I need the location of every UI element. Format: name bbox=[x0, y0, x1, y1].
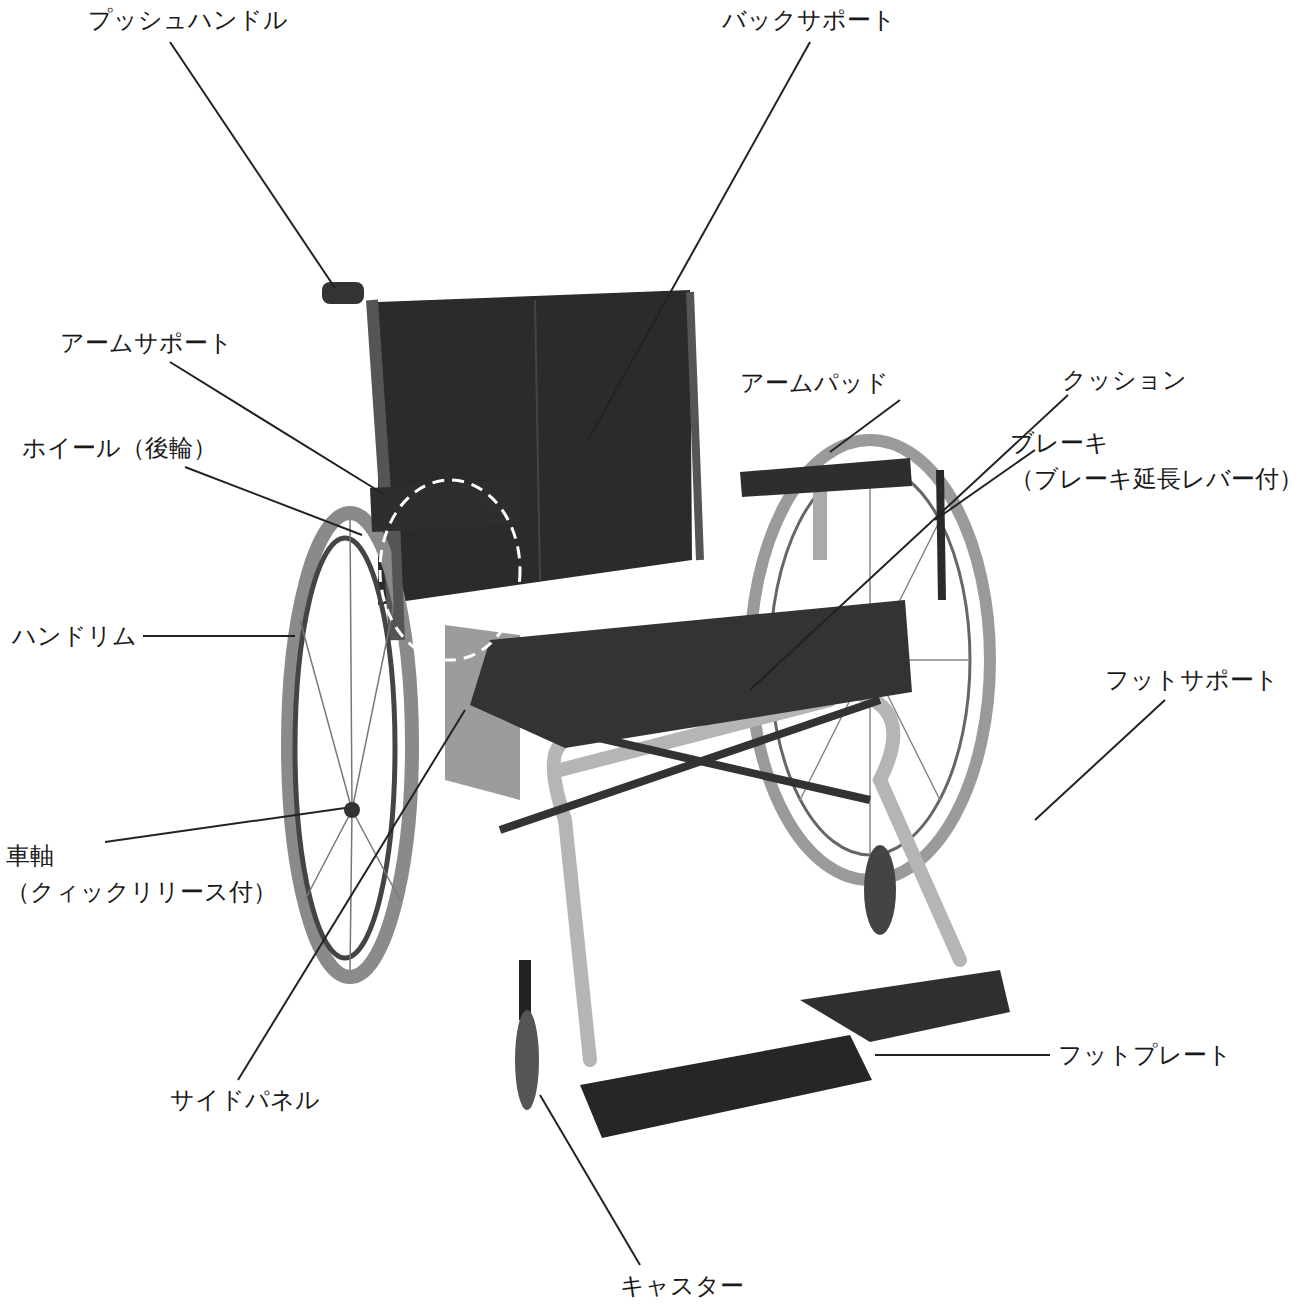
part-label: サイドパネル bbox=[170, 1082, 320, 1118]
caster bbox=[515, 1010, 539, 1110]
back-cane bbox=[690, 292, 700, 560]
part-label: クッション bbox=[1062, 362, 1187, 398]
hand-rim bbox=[295, 538, 395, 958]
part-label: プッシュハンドル bbox=[88, 2, 288, 38]
axle bbox=[344, 802, 360, 818]
arm-post bbox=[813, 485, 827, 560]
part-label: アームサポート bbox=[60, 325, 233, 361]
brake-lever bbox=[940, 470, 942, 600]
foot-plate bbox=[580, 1035, 872, 1138]
push-handle bbox=[322, 282, 364, 304]
part-label: ホイール（後輪） bbox=[22, 430, 217, 466]
rear-wheel bbox=[288, 513, 412, 977]
part-label: 車軸 （クィックリリース付） bbox=[6, 838, 281, 910]
leader-lines bbox=[105, 42, 1165, 1265]
part-label: フットプレート bbox=[1058, 1037, 1232, 1073]
spokes bbox=[300, 520, 400, 970]
part-label: フットサポート bbox=[1105, 662, 1279, 698]
part-label: アームパッド bbox=[740, 365, 889, 401]
part-label: バックサポート bbox=[722, 2, 896, 38]
back-seam bbox=[535, 300, 540, 580]
detail-circle bbox=[380, 480, 520, 660]
caster bbox=[864, 845, 896, 935]
part-label: ハンドリム bbox=[12, 618, 137, 654]
arm-post bbox=[395, 520, 400, 640]
part-label: キャスター bbox=[620, 1268, 744, 1304]
arm-support bbox=[370, 480, 522, 532]
arm-pad bbox=[740, 458, 912, 497]
foot-plate bbox=[800, 970, 1010, 1042]
part-label: ブレーキ （ブレーキ延長レバー付） bbox=[1010, 425, 1310, 497]
cushion bbox=[470, 600, 912, 748]
